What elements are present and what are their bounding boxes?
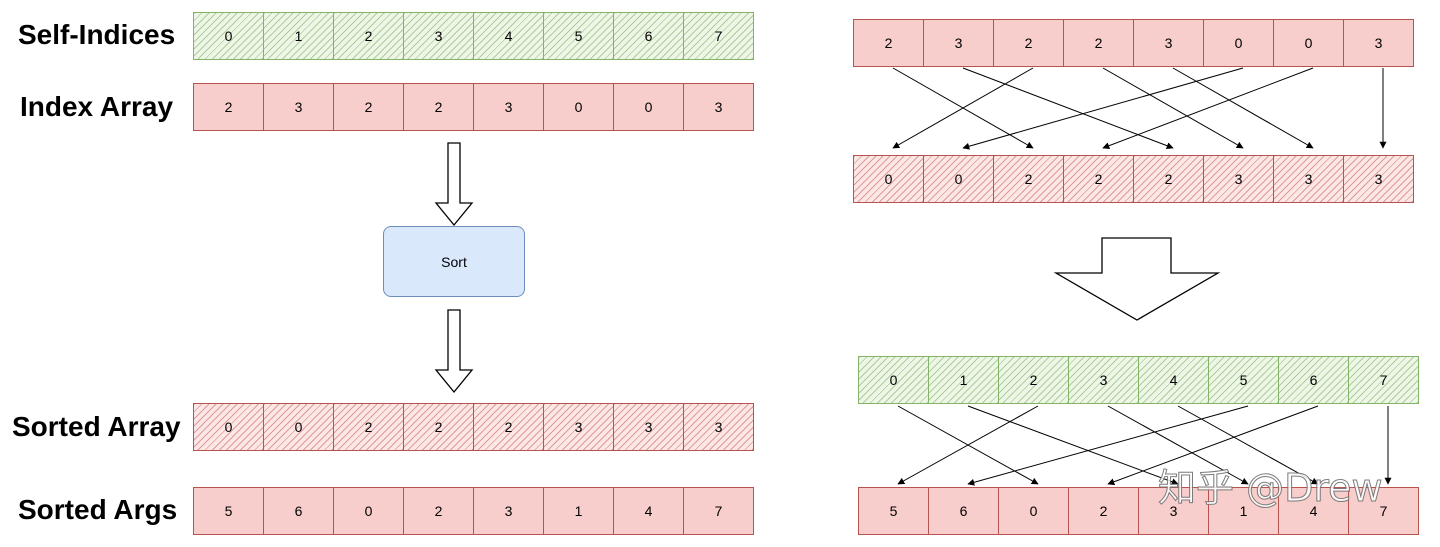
array-cell: 2 bbox=[998, 356, 1069, 404]
array-cell: 2 bbox=[403, 403, 474, 451]
array-cell: 2 bbox=[333, 12, 404, 60]
array-cell: 3 bbox=[403, 12, 474, 60]
array-cell: 3 bbox=[543, 403, 614, 451]
array-cell: 3 bbox=[683, 83, 754, 131]
array-cell: 0 bbox=[853, 155, 924, 203]
label-sorted-array: Sorted Array bbox=[12, 411, 181, 442]
array-cell: 7 bbox=[1348, 487, 1419, 535]
array-cell: 3 bbox=[1068, 356, 1139, 404]
label-self-indices: Self-Indices bbox=[18, 19, 176, 50]
mapping-arrow bbox=[892, 67, 1034, 149]
array-cell: 2 bbox=[853, 19, 924, 67]
mapping-arrow bbox=[1107, 405, 1319, 486]
array-cell: 4 bbox=[473, 12, 544, 60]
mapping-arrows-bottom bbox=[897, 405, 1392, 486]
array-cell: 0 bbox=[543, 83, 614, 131]
array-cell: 5 bbox=[543, 12, 614, 60]
array-cell: 3 bbox=[1273, 155, 1344, 203]
array-cell: 3 bbox=[683, 403, 754, 451]
array-cell: 6 bbox=[1278, 356, 1349, 404]
mapping-arrow bbox=[1172, 67, 1314, 149]
mapping-arrow bbox=[1102, 67, 1244, 149]
array-cell: 6 bbox=[613, 12, 684, 60]
array-cell: 0 bbox=[923, 155, 994, 203]
array-cell: 7 bbox=[1348, 356, 1419, 404]
array-cell: 2 bbox=[1063, 155, 1134, 203]
label-index-array: Index Array bbox=[20, 91, 174, 122]
array-cell: 0 bbox=[193, 403, 264, 451]
array-cell: 2 bbox=[1063, 19, 1134, 67]
array-cell: 0 bbox=[998, 487, 1069, 535]
mapping-arrows-top bbox=[892, 67, 1387, 150]
array-cell: 1 bbox=[928, 356, 999, 404]
mapping-arrow bbox=[962, 67, 1174, 150]
array-cell: 1 bbox=[263, 12, 334, 60]
array-cell: 4 bbox=[1138, 356, 1209, 404]
array-cell: 2 bbox=[403, 487, 474, 535]
array-cell: 4 bbox=[613, 487, 684, 535]
array-cell: 7 bbox=[683, 487, 754, 535]
mapping-arrow bbox=[897, 405, 1039, 485]
array-cell: 0 bbox=[333, 487, 404, 535]
mapping-arrow bbox=[967, 405, 1249, 486]
array-cell: 1 bbox=[543, 487, 614, 535]
down-arrow-to-sort bbox=[434, 142, 474, 227]
array-cell: 3 bbox=[1133, 19, 1204, 67]
array-cell: 5 bbox=[858, 487, 929, 535]
array-cell: 3 bbox=[1343, 19, 1414, 67]
array-cell: 3 bbox=[1203, 155, 1274, 203]
array-cell: 4 bbox=[1278, 487, 1349, 535]
mapping-arrow bbox=[967, 405, 1179, 486]
sort-box: Sort bbox=[383, 226, 525, 297]
array-cell: 2 bbox=[993, 19, 1064, 67]
array-cell: 2 bbox=[333, 83, 404, 131]
array-cell: 0 bbox=[193, 12, 264, 60]
array-cell: 5 bbox=[1208, 356, 1279, 404]
mapping-arrow bbox=[1102, 67, 1314, 150]
down-arrow-from-sort bbox=[434, 309, 474, 394]
array-cell: 0 bbox=[613, 83, 684, 131]
mapping-arrow bbox=[962, 67, 1244, 150]
array-cell: 3 bbox=[263, 83, 334, 131]
array-cell: 0 bbox=[858, 356, 929, 404]
watermark: 知乎 @Drew bbox=[1158, 466, 1384, 511]
array-cell: 1 bbox=[1208, 487, 1279, 535]
big-down-arrow bbox=[1053, 237, 1221, 321]
array-cell: 2 bbox=[403, 83, 474, 131]
array-cell: 3 bbox=[1343, 155, 1414, 203]
mapping-arrow bbox=[1107, 405, 1249, 485]
array-cell: 2 bbox=[993, 155, 1064, 203]
sort-label: Sort bbox=[441, 253, 467, 270]
label-sorted-args: Sorted Args bbox=[18, 494, 178, 525]
array-cell: 3 bbox=[473, 487, 544, 535]
array-cell: 0 bbox=[263, 403, 334, 451]
array-cell: 3 bbox=[1138, 487, 1209, 535]
array-cell: 7 bbox=[683, 12, 754, 60]
